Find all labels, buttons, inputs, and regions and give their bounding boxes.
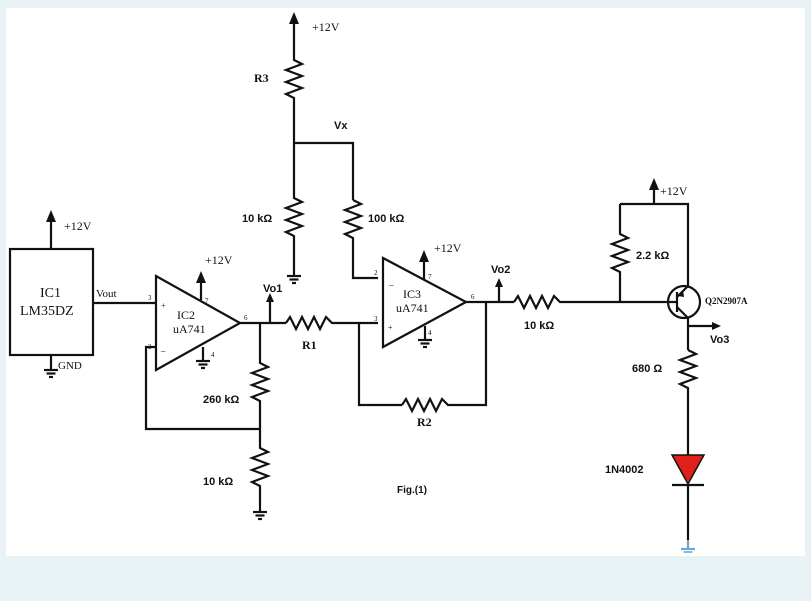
ic3-pin-vee: 4 bbox=[428, 329, 432, 337]
label-2k2: 2.2 kΩ bbox=[636, 250, 669, 262]
label-r3: R3 bbox=[254, 71, 269, 85]
ic2-part: uA741 bbox=[173, 322, 206, 336]
ic2-plus-sign: + bbox=[161, 301, 166, 310]
supply-arrow-ic3 bbox=[419, 250, 429, 279]
resistor-10k-base bbox=[513, 293, 669, 311]
label-260k: 260 kΩ bbox=[203, 394, 240, 406]
schematic-sheet: +12V R3 Vx 10 kΩ 100 kΩ +12V IC1 LM35DZ … bbox=[6, 8, 805, 556]
ic3-minus-sign: – bbox=[388, 280, 394, 290]
label-q2n2907a: Q2N2907A bbox=[705, 296, 748, 306]
ic3-plus-sign: + bbox=[388, 323, 393, 332]
resistor-260k bbox=[248, 323, 272, 429]
ic2-triangle bbox=[154, 274, 243, 372]
resistor-r2 bbox=[401, 302, 488, 414]
resistor-r1 bbox=[285, 314, 378, 332]
label-vo1: Vo1 bbox=[263, 283, 282, 295]
resistor-680 bbox=[676, 349, 700, 455]
ic2-pin-plus: 3 bbox=[148, 294, 152, 302]
resistor-10k-top bbox=[282, 143, 306, 276]
transistor-q2n2907a bbox=[666, 284, 702, 320]
wire-emitter-rail bbox=[620, 202, 690, 286]
supply-arrow-q bbox=[649, 178, 659, 204]
label-100k: 100 kΩ bbox=[368, 213, 405, 225]
label-vx: Vx bbox=[334, 120, 348, 132]
vo1-arrow bbox=[266, 293, 274, 323]
vo2-arrow bbox=[495, 278, 503, 302]
label-r2: R2 bbox=[417, 415, 432, 429]
resistor-2k2 bbox=[608, 204, 632, 302]
vo3-arrow bbox=[686, 318, 721, 350]
supply-label-q: +12V bbox=[660, 184, 688, 198]
label-680: 680 Ω bbox=[632, 363, 662, 375]
supply-label-ic1: +12V bbox=[64, 219, 92, 233]
ic1-name: IC1 bbox=[40, 286, 61, 301]
ic3-name: IC3 bbox=[403, 287, 421, 301]
wire-vx bbox=[294, 141, 355, 200]
resistor-r3 bbox=[282, 50, 306, 143]
ground-diode bbox=[681, 540, 695, 553]
supply-arrow-top bbox=[289, 12, 299, 50]
ic2-name: IC2 bbox=[177, 308, 195, 322]
label-10k-top: 10 kΩ bbox=[242, 213, 272, 225]
label-10k-bottom: 10 kΩ bbox=[203, 476, 233, 488]
figure-caption: Fig.(1) bbox=[397, 485, 427, 496]
label-vo2: Vo2 bbox=[491, 264, 510, 276]
ic1-box bbox=[8, 247, 95, 357]
ic2-pin-vee: 4 bbox=[211, 351, 215, 359]
ic2-minus-sign: – bbox=[160, 346, 166, 356]
ic2-pin-out: 6 bbox=[244, 314, 248, 322]
schematic-diagram: +12V R3 Vx 10 kΩ 100 kΩ +12V IC1 LM35DZ … bbox=[8, 12, 748, 553]
ic3-pin-vcc: 7 bbox=[428, 273, 432, 281]
ic3-pin-plus: 3 bbox=[374, 315, 378, 323]
ic3-pin-out: 6 bbox=[471, 293, 475, 301]
ic3-part: uA741 bbox=[396, 301, 429, 315]
ground-ic1 bbox=[44, 355, 58, 379]
ic3-triangle bbox=[381, 256, 469, 349]
ic1-gnd-label: GND bbox=[58, 360, 82, 372]
supply-label-ic2: +12V bbox=[205, 253, 233, 267]
label-10k-base: 10 kΩ bbox=[524, 320, 554, 332]
ground-ic3 bbox=[418, 326, 432, 349]
supply-arrow-ic1 bbox=[46, 210, 56, 249]
label-r1: R1 bbox=[302, 338, 317, 352]
ground-divider bbox=[253, 510, 267, 521]
label-vo3: Vo3 bbox=[710, 334, 729, 346]
ic1-vout-label: Vout bbox=[96, 288, 117, 300]
ground-ic2 bbox=[196, 347, 210, 370]
label-1n4002: 1N4002 bbox=[605, 464, 644, 476]
supply-arrow-ic2 bbox=[196, 271, 206, 300]
ic3-pin-minus: 2 bbox=[374, 269, 378, 277]
wire-ic2-feedback bbox=[144, 345, 260, 431]
ic1-part: LM35DZ bbox=[20, 304, 74, 319]
diode-1n4002 bbox=[670, 454, 706, 540]
supply-label-top: +12V bbox=[312, 20, 340, 34]
ground-10k-top bbox=[287, 274, 301, 285]
resistor-10k-bottom bbox=[248, 429, 272, 512]
supply-label-ic3: +12V bbox=[434, 241, 462, 255]
wire-ic3-feedback bbox=[357, 323, 402, 407]
resistor-100k bbox=[341, 199, 378, 280]
ic2-pin-vcc: 7 bbox=[205, 297, 209, 305]
